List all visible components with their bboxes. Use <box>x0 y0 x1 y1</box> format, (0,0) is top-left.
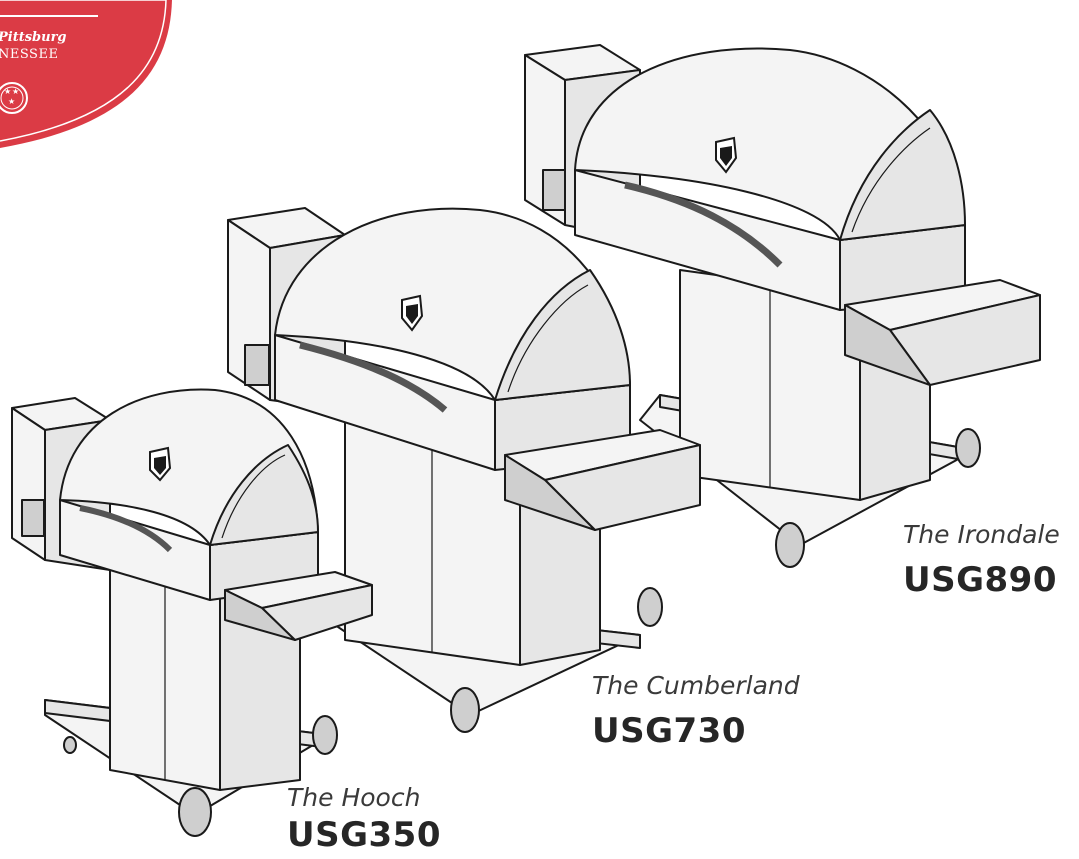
badge-state: NESSEE <box>0 47 59 62</box>
grill-irondale <box>524 44 1041 568</box>
shield-logo-icon <box>149 446 172 482</box>
grill-hooch <box>11 388 373 837</box>
svg-text:★: ★ <box>4 87 11 96</box>
model-name-hooch: The Hooch <box>287 783 421 812</box>
tri-star-icon: ★ ★ ★ <box>0 82 28 114</box>
grill-cumberland <box>227 207 701 733</box>
location-badge: ★ ★ ★ Pittsburg NESSEE <box>0 0 185 150</box>
model-number-cumberland: USG730 <box>592 711 746 751</box>
model-number-irondale: USG890 <box>903 560 1057 600</box>
model-name-irondale: The Irondale <box>903 520 1060 549</box>
svg-text:★: ★ <box>8 97 15 106</box>
shield-logo-icon <box>715 136 738 174</box>
model-name-cumberland: The Cumberland <box>592 671 800 700</box>
badge-city: Pittsburg <box>0 30 67 45</box>
model-number-hooch: USG350 <box>287 815 441 855</box>
svg-text:★: ★ <box>12 87 19 96</box>
shield-logo-icon <box>401 294 424 332</box>
